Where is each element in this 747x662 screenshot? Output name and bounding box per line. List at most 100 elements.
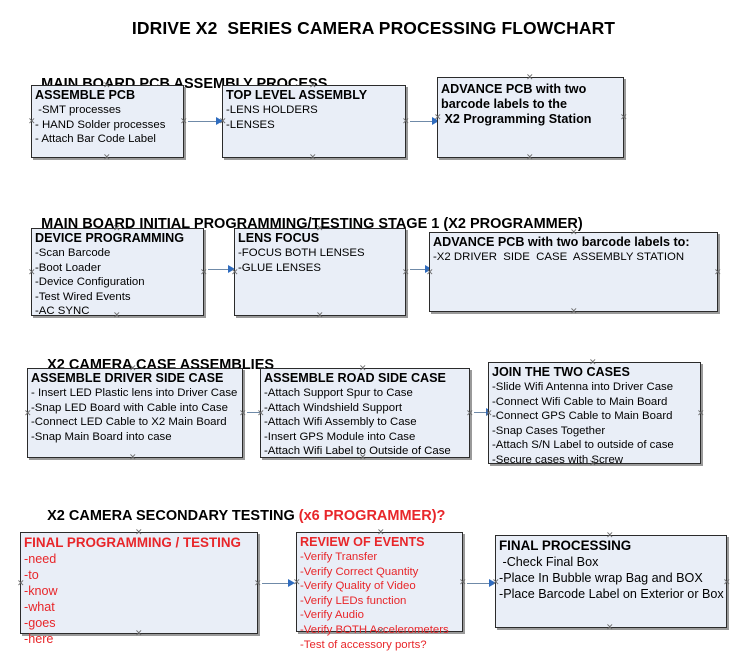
resize-handle-top[interactable]: [526, 74, 533, 81]
connector-road-case-to-join-cases: [474, 412, 490, 413]
box-title: REVIEW OF EVENTS: [300, 535, 425, 549]
resize-handle-right[interactable]: [466, 410, 473, 417]
box-line: - HAND Solder processes: [35, 118, 166, 131]
resize-handle-bottom[interactable]: [316, 312, 323, 319]
resize-handle-right[interactable]: [180, 118, 187, 125]
section-heading-x2-camera-secondary-testing: X2 CAMERA SECONDARY TESTING (x6 PROGRAMM…: [31, 492, 445, 540]
resize-handle-bottom[interactable]: [377, 628, 384, 635]
box-lens-focus[interactable]: LENS FOCUS -FOCUS BOTH LENSES -GLUE LENS…: [234, 228, 406, 316]
section-heading-text: X2 CAMERA SECONDARY TESTING: [47, 508, 299, 524]
resize-handle-right[interactable]: [697, 410, 704, 417]
box-assemble-driver-side-case[interactable]: ASSEMBLE DRIVER SIDE CASE - Insert LED P…: [27, 368, 243, 458]
resize-handle-top[interactable]: [135, 529, 142, 536]
box-line: -Place Barcode Label on Exterior or Box: [499, 587, 724, 601]
resize-handle-bottom[interactable]: [589, 460, 596, 467]
resize-handle-bottom[interactable]: [103, 154, 110, 161]
resize-handle-left[interactable]: [293, 579, 300, 586]
box-line: -Boot Loader: [35, 261, 101, 274]
resize-handle-right[interactable]: [239, 410, 246, 417]
resize-handle-right[interactable]: [200, 269, 207, 276]
box-line: -Attach Wifi Assembly to Case: [264, 416, 417, 429]
box-title: LENS FOCUS: [238, 231, 320, 245]
resize-handle-bottom[interactable]: [309, 154, 316, 161]
resize-handle-left[interactable]: [231, 269, 238, 276]
box-title: JOIN THE TWO CASES: [492, 365, 630, 379]
box-line: -Secure cases with Screw: [492, 453, 624, 466]
connector-final-programming-to-review-events: [262, 583, 292, 584]
resize-handle-bottom[interactable]: [570, 308, 577, 315]
box-line: -Attach Windshield Support: [264, 401, 403, 414]
box-device-programming[interactable]: DEVICE PROGRAMMING -Scan Barcode -Boot L…: [28, 225, 207, 319]
resize-handle-left[interactable]: [24, 410, 31, 417]
box-advance-pcb-to-programming-station[interactable]: ADVANCE PCB with two barcode labels to t…: [437, 77, 624, 158]
resize-handle-right[interactable]: [714, 269, 721, 276]
resize-handle-bottom[interactable]: [129, 454, 136, 461]
box-title: ASSEMBLE DRIVER SIDE CASE: [31, 371, 224, 385]
box-line-overflow: -Test of accessory ports?: [300, 638, 427, 651]
box-line: -LENS HOLDERS: [226, 104, 318, 116]
resize-handle-right[interactable]: [459, 579, 466, 586]
box-line: -Connect GPS Cable to Main Board: [492, 410, 673, 423]
box-line: -Insert GPS Module into Case: [264, 430, 416, 443]
box-line: -Verify Audio: [300, 609, 364, 622]
resize-handle-left[interactable]: [17, 580, 24, 587]
resize-handle-right[interactable]: [620, 114, 627, 121]
resize-handle-bottom[interactable]: [359, 454, 366, 461]
resize-handle-top[interactable]: [377, 529, 384, 536]
box-line: -Attach Wifi Label to Outside of Case: [264, 445, 451, 458]
box-line: -FOCUS BOTH LENSES: [238, 247, 365, 259]
resize-handle-right[interactable]: [402, 118, 409, 125]
resize-handle-top[interactable]: [129, 365, 136, 372]
box-top-level-assembly[interactable]: TOP LEVEL ASSEMBLY -LENS HOLDERS -LENSES: [222, 85, 406, 158]
resize-handle-left[interactable]: [426, 269, 433, 276]
resize-handle-top[interactable]: [359, 365, 366, 372]
box-line: -know: [24, 584, 58, 598]
resize-handle-bottom[interactable]: [606, 624, 613, 631]
box-line: - Insert LED Plastic lens into Driver Ca…: [31, 387, 238, 399]
resize-handle-top[interactable]: [113, 225, 120, 232]
box-line: -Verify Transfer: [300, 551, 378, 563]
box-assemble-pcb[interactable]: ASSEMBLE PCB -SMT processes - HAND Solde…: [31, 85, 184, 158]
resize-handle-left[interactable]: [434, 114, 441, 121]
box-line: -Place In Bubble wrap Bag and BOX: [499, 571, 703, 585]
box-line: -GLUE LENSES: [238, 261, 321, 274]
resize-handle-left[interactable]: [485, 410, 492, 417]
box-line: -here: [24, 632, 54, 646]
resize-handle-top[interactable]: [606, 532, 613, 539]
resize-handle-right[interactable]: [723, 579, 730, 586]
resize-handle-left[interactable]: [28, 269, 35, 276]
box-final-programming-testing[interactable]: FINAL PROGRAMMING / TESTING -need -to -k…: [17, 529, 261, 646]
box-assemble-road-side-case[interactable]: ASSEMBLE ROAD SIDE CASE -Attach Support …: [260, 368, 470, 458]
box-advance-pcb-to-driver-side-case[interactable]: ADVANCE PCB with two barcode labels to: …: [429, 232, 718, 312]
box-title: ASSEMBLE ROAD SIDE CASE: [264, 371, 446, 385]
resize-handle-bottom[interactable]: [113, 312, 120, 319]
resize-handle-left[interactable]: [219, 118, 226, 125]
arrow-head-icon: [288, 579, 295, 587]
box-line: -Connect Wifi Cable to Main Board: [492, 395, 668, 408]
box-line: -Connect LED Cable to X2 Main Board: [31, 416, 227, 429]
resize-handle-right[interactable]: [402, 269, 409, 276]
resize-handle-top[interactable]: [589, 359, 596, 366]
box-line: -SMT processes: [35, 104, 121, 116]
box-line: -goes: [24, 616, 56, 630]
box-line: -LENSES: [226, 118, 275, 131]
resize-handle-top[interactable]: [309, 82, 316, 89]
box-review-of-events[interactable]: REVIEW OF EVENTS -Verify Transfer -Verif…: [293, 529, 466, 651]
resize-handle-left[interactable]: [28, 118, 35, 125]
resize-handle-right[interactable]: [254, 580, 261, 587]
resize-handle-bottom[interactable]: [526, 154, 533, 161]
resize-handle-left[interactable]: [492, 579, 499, 586]
resize-handle-top[interactable]: [570, 229, 577, 236]
resize-handle-top[interactable]: [316, 225, 323, 232]
resize-handle-top[interactable]: [103, 82, 110, 89]
box-line: -Attach Support Spur to Case: [264, 387, 413, 399]
box-line: -AC SYNC: [35, 305, 90, 318]
box-join-the-two-cases[interactable]: JOIN THE TWO CASES -Slide Wifi Antenna i…: [485, 359, 704, 467]
box-line: -Scan Barcode: [35, 247, 111, 259]
box-line: -need: [24, 552, 57, 566]
page-title: IDRIVE X2 SERIES CAMERA PROCESSING FLOWC…: [131, 18, 616, 38]
resize-handle-bottom[interactable]: [135, 630, 142, 637]
box-final-processing[interactable]: FINAL PROCESSING -Check Final Box -Place…: [495, 535, 727, 628]
box-line: -Verify Correct Quantity: [300, 565, 419, 578]
resize-handle-left[interactable]: [257, 410, 264, 417]
